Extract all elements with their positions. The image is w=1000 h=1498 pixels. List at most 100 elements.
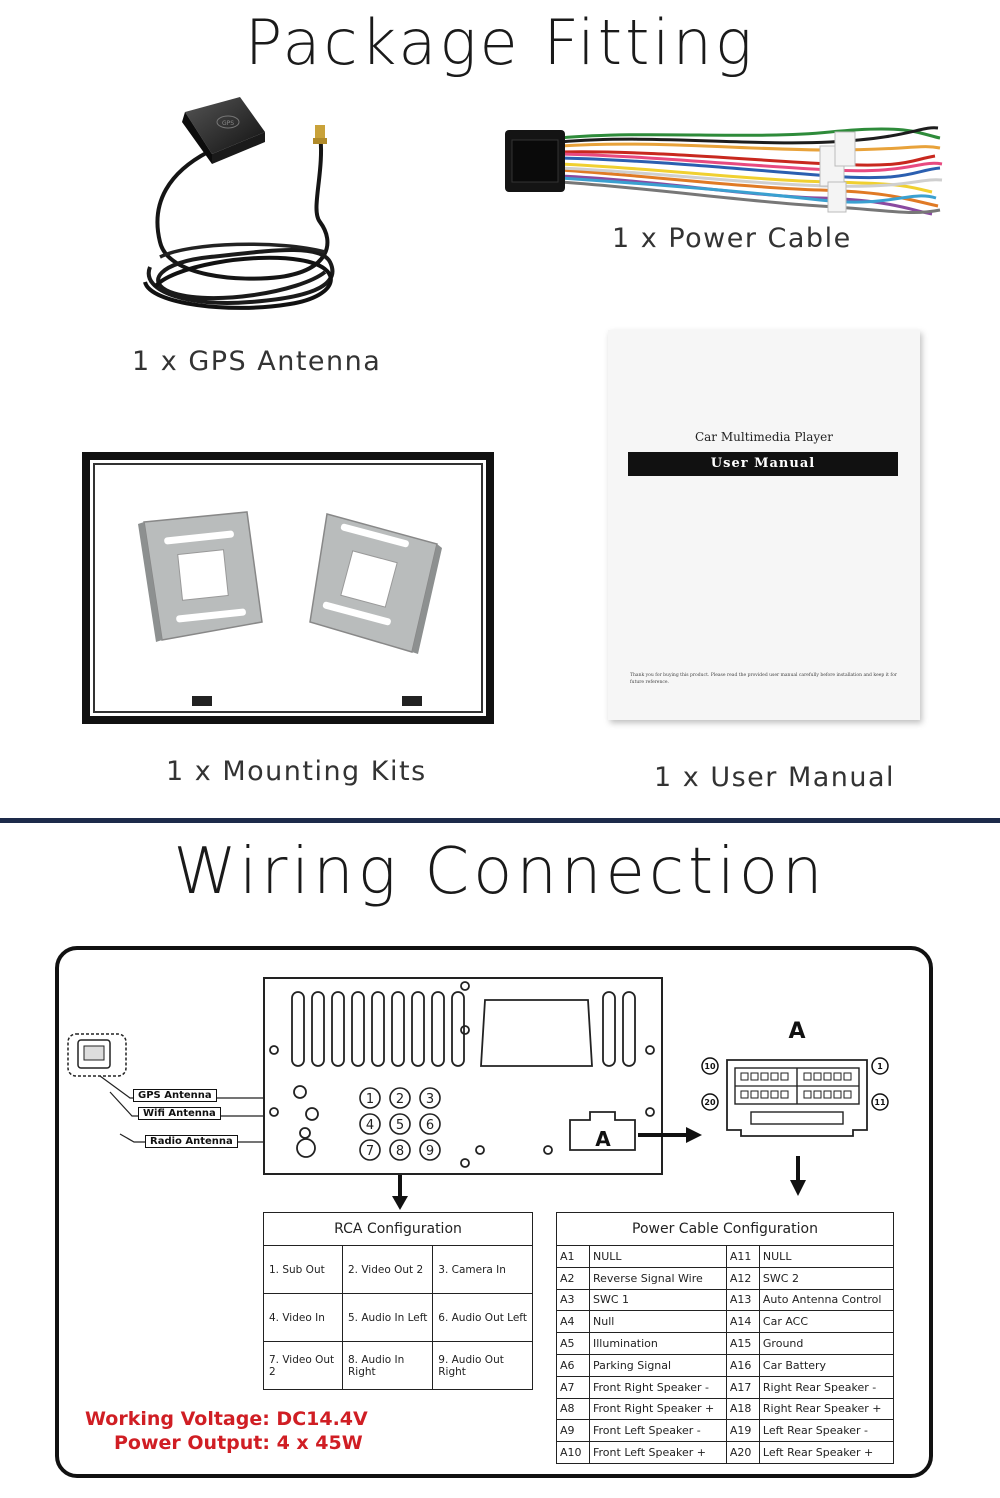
pin-code: A8: [556, 1397, 590, 1421]
pin-code: A14: [725, 1310, 760, 1334]
user-manual-image: Car Multimedia Player User Manual Thank …: [608, 330, 920, 720]
gps-antenna-image: GPS: [143, 97, 335, 310]
pin-code: A16: [725, 1353, 760, 1377]
pin-function: Front Left Speaker +: [589, 1441, 727, 1464]
pin-function: SWC 2: [758, 1266, 895, 1290]
table-cell: 9. Audio Out Right: [432, 1341, 533, 1390]
table-cell: 5. Audio In Left: [341, 1293, 434, 1342]
radio-antenna-label: Radio Antenna: [145, 1135, 238, 1148]
section-divider: [0, 818, 1000, 823]
caption-gps-antenna: 1 x GPS Antenna: [132, 346, 382, 377]
pin-code: A5: [556, 1332, 590, 1355]
pin-function: NULL: [589, 1245, 727, 1268]
pin-function: Car Battery: [758, 1353, 895, 1377]
pin-function: Right Rear Speaker -: [758, 1375, 895, 1399]
pin-code: A9: [556, 1419, 590, 1443]
table-row: 7. Video Out 2 8. Audio In Right 9. Audi…: [263, 1341, 533, 1390]
pin-function: Left Rear Speaker +: [758, 1441, 895, 1464]
pin-function: SWC 1: [589, 1288, 727, 1312]
caption-mounting-kits: 1 x Mounting Kits: [166, 756, 427, 787]
pin-code: A12: [725, 1266, 760, 1290]
pin-20-label: 20: [704, 1098, 716, 1107]
pin-code: A17: [725, 1375, 760, 1399]
table-row: 4. Video In 5. Audio In Left 6. Audio Ou…: [263, 1293, 533, 1342]
pin-function: Null: [589, 1310, 727, 1334]
pin-code: A1: [556, 1245, 590, 1268]
manual-subtitle: Car Multimedia Player: [694, 430, 834, 444]
pin-11-label: 11: [874, 1098, 886, 1107]
rca-port-8: 8: [396, 1144, 404, 1159]
rca-port-6: 6: [426, 1118, 434, 1133]
gps-logo-text: GPS: [222, 120, 234, 127]
pin-function: Car ACC: [758, 1310, 895, 1334]
pin-function: Illumination: [589, 1332, 727, 1355]
rca-port-7: 7: [366, 1144, 374, 1159]
table-cell: 7. Video Out 2: [263, 1341, 343, 1390]
pin-function: Ground: [758, 1332, 895, 1355]
table-cell: 1. Sub Out: [263, 1245, 343, 1294]
wiring-diagram-frame: [55, 946, 933, 1478]
pin-10-label: 10: [704, 1062, 716, 1071]
pin-code: A6: [556, 1353, 590, 1377]
pin-code: A3: [556, 1288, 590, 1312]
power-cable-image: [505, 126, 943, 216]
pin-function: Auto Antenna Control: [758, 1288, 895, 1312]
rca-port-2: 2: [396, 1092, 404, 1107]
pin-function: Right Rear Speaker +: [758, 1397, 895, 1421]
pin-code: A10: [556, 1441, 590, 1464]
pin-code: A7: [556, 1375, 590, 1399]
package-title: Package Fitting: [244, 6, 756, 79]
wifi-antenna-label: Wifi Antenna: [138, 1107, 221, 1120]
pin-function: Reverse Signal Wire: [589, 1266, 727, 1290]
rca-port-4: 4: [366, 1118, 374, 1133]
pin-function: Left Rear Speaker -: [758, 1419, 895, 1443]
pin-code: A15: [725, 1332, 760, 1355]
pin-code: A18: [725, 1397, 760, 1421]
pin-function: Front Right Speaker +: [589, 1397, 727, 1421]
caption-power-cable: 1 x Power Cable: [612, 223, 852, 254]
head-unit-back-panel: 1 2 3 4 5 6 7 8 9 A: [67, 977, 702, 1210]
mounting-kit-image: [82, 452, 494, 724]
table-cell: 6. Audio Out Left: [432, 1293, 533, 1342]
manual-note: Thank you for buying this product. Pleas…: [630, 673, 897, 685]
connector-a-diagram: A 10 1 20 11: [701, 1019, 889, 1196]
pin-code: A13: [725, 1288, 760, 1312]
table-cell: 2. Video Out 2: [341, 1245, 434, 1294]
pin-function: Front Right Speaker -: [589, 1375, 727, 1399]
panel-connector-label: A: [595, 1127, 611, 1151]
pin-code: A11: [725, 1245, 760, 1268]
rca-port-3: 3: [426, 1092, 434, 1107]
rca-port-1: 1: [366, 1092, 374, 1107]
table-cell: 8. Audio In Right: [341, 1341, 434, 1390]
table-row: 1. Sub Out 2. Video Out 2 3. Camera In: [263, 1245, 533, 1294]
pin-function: NULL: [758, 1245, 895, 1268]
connector-a-title: A: [788, 1019, 805, 1044]
rca-port-9: 9: [426, 1144, 434, 1159]
wiring-title: Wiring Connection: [173, 835, 827, 909]
rca-config-table: RCA Configuration 1. Sub Out 2. Video Ou…: [263, 1212, 533, 1390]
pin-code: A4: [556, 1310, 590, 1334]
pin-code: A2: [556, 1266, 590, 1290]
working-voltage: Working Voltage: DC14.4V: [85, 1408, 368, 1430]
power-config-title: Power Cable Configuration: [556, 1212, 894, 1246]
manual-title: User Manual: [628, 452, 898, 476]
power-output: Power Output: 4 x 45W: [114, 1432, 363, 1454]
table-cell: 4. Video In: [263, 1293, 343, 1342]
table-cell: 3. Camera In: [432, 1245, 533, 1294]
pin-code: A19: [725, 1419, 760, 1443]
caption-user-manual: 1 x User Manual: [654, 762, 896, 793]
pin-1-label: 1: [877, 1062, 883, 1071]
pin-function: Front Left Speaker -: [589, 1419, 727, 1443]
rca-port-5: 5: [396, 1118, 404, 1133]
